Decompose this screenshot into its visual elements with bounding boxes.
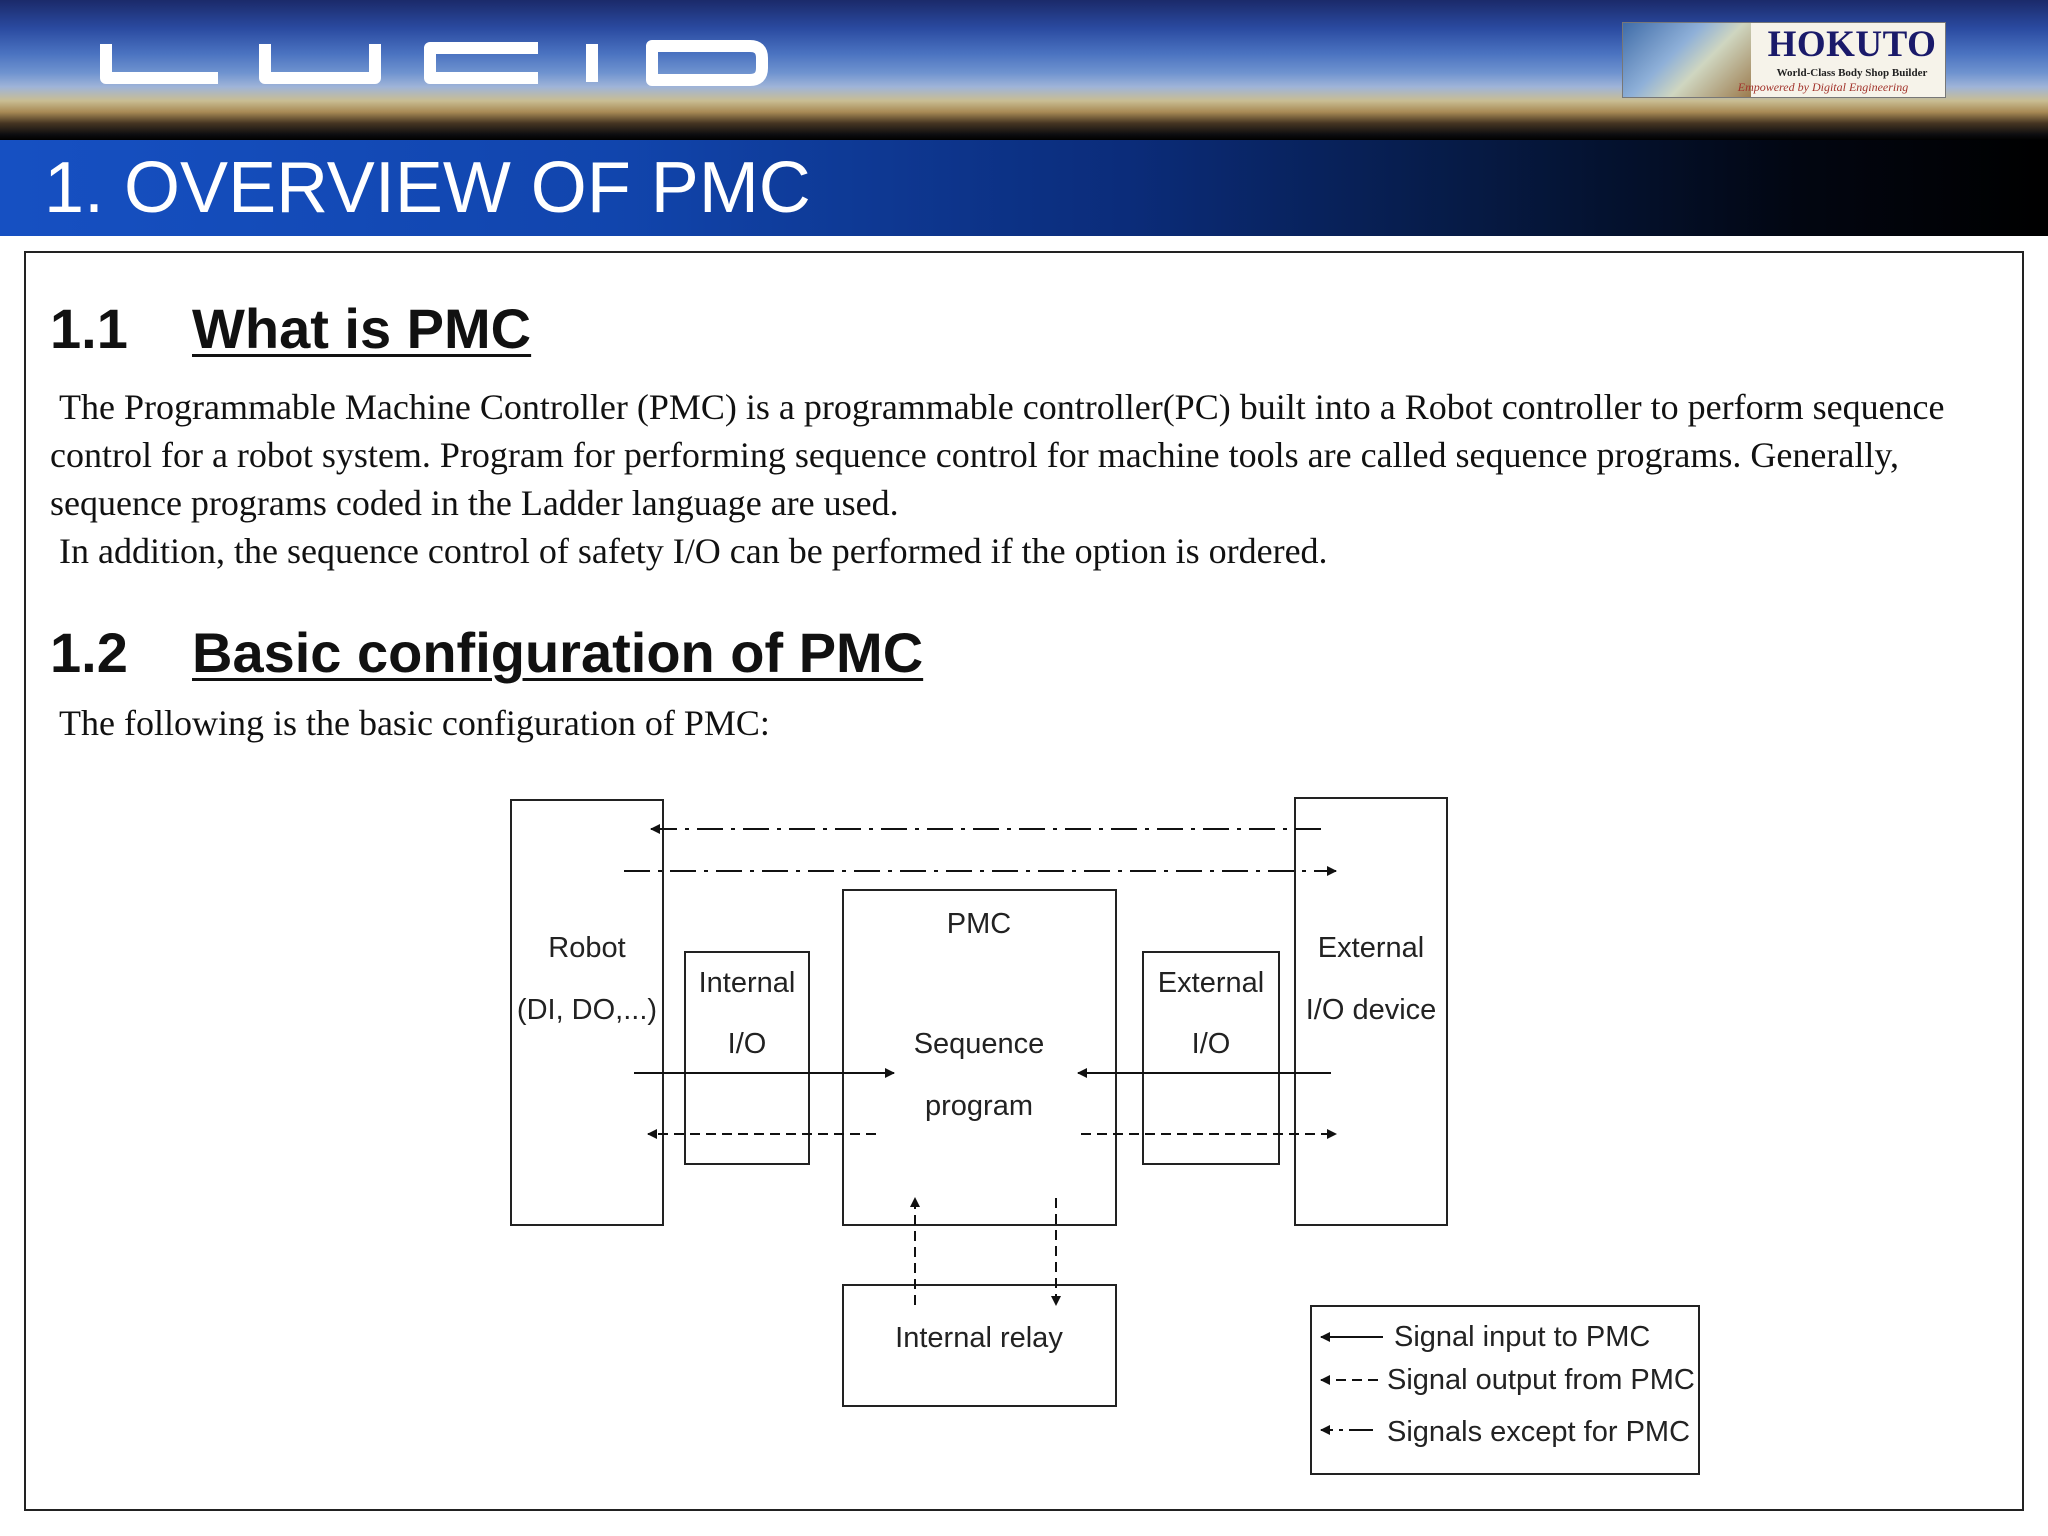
legend-box xyxy=(1310,1305,1700,1475)
section-title: What is PMC xyxy=(192,297,532,360)
section-heading-what-is-pmc: 1.1 What is PMC xyxy=(50,297,531,361)
legend-output-label: Signal output from PMC xyxy=(1387,1364,1695,1396)
robot-box xyxy=(510,799,664,1226)
robot-sublabel: (DI, DO,...) xyxy=(517,994,657,1026)
legend-input-label: Signal input to PMC xyxy=(1394,1321,1650,1353)
internal-relay-label: Internal relay xyxy=(895,1322,1063,1354)
external-io-label: External xyxy=(1158,967,1264,999)
section-title: Basic configuration of PMC xyxy=(192,621,924,684)
section-number: 1.1 xyxy=(50,297,128,360)
paragraph-pmc-definition: The Programmable Machine Controller (PMC… xyxy=(50,387,1954,523)
external-io-sublabel: I/O xyxy=(1192,1028,1231,1060)
hokuto-logo: HOKUTO World-Class Body Shop Builder Emp… xyxy=(1622,22,1946,98)
internal-io-box xyxy=(684,951,810,1165)
external-io-box xyxy=(1142,951,1280,1165)
sequence-label: Sequence xyxy=(914,1028,1045,1060)
hokuto-slogan: Empowered by Digital Engineering xyxy=(1737,80,1909,94)
title-bar: 1. OVERVIEW OF PMC xyxy=(0,140,2048,236)
external-device-label: External xyxy=(1318,932,1424,964)
robot-label: Robot xyxy=(548,932,625,964)
section-heading-basic-configuration: 1.2 Basic configuration of PMC xyxy=(50,621,923,685)
paragraph-config-intro: The following is the basic configuration… xyxy=(50,703,770,743)
paragraph-safety-io: In addition, the sequence control of saf… xyxy=(50,531,1328,571)
hokuto-name: HOKUTO xyxy=(1767,24,1937,65)
world-map-graphic xyxy=(1623,23,1751,97)
program-label: program xyxy=(925,1090,1033,1122)
lucid-logo xyxy=(100,40,768,86)
external-device-box xyxy=(1294,797,1448,1226)
pmc-box xyxy=(842,889,1117,1226)
content-frame: 1.1 What is PMC The Programmable Machine … xyxy=(24,251,2024,1511)
header-banner: HOKUTO World-Class Body Shop Builder Emp… xyxy=(0,0,2048,140)
internal-io-label: Internal xyxy=(699,967,796,999)
hokuto-tagline: World-Class Body Shop Builder xyxy=(1776,67,1928,79)
internal-relay-box xyxy=(842,1284,1117,1407)
section-number: 1.2 xyxy=(50,621,128,684)
page-title: 1. OVERVIEW OF PMC xyxy=(44,148,811,228)
legend-other-label: Signals except for PMC xyxy=(1387,1416,1690,1448)
external-device-sublabel: I/O device xyxy=(1306,994,1437,1026)
pmc-label: PMC xyxy=(947,908,1011,940)
internal-io-sublabel: I/O xyxy=(728,1028,767,1060)
pmc-configuration-diagram: Robot (DI, DO,...) Internal I/O PMC Sequ… xyxy=(510,797,1700,1475)
